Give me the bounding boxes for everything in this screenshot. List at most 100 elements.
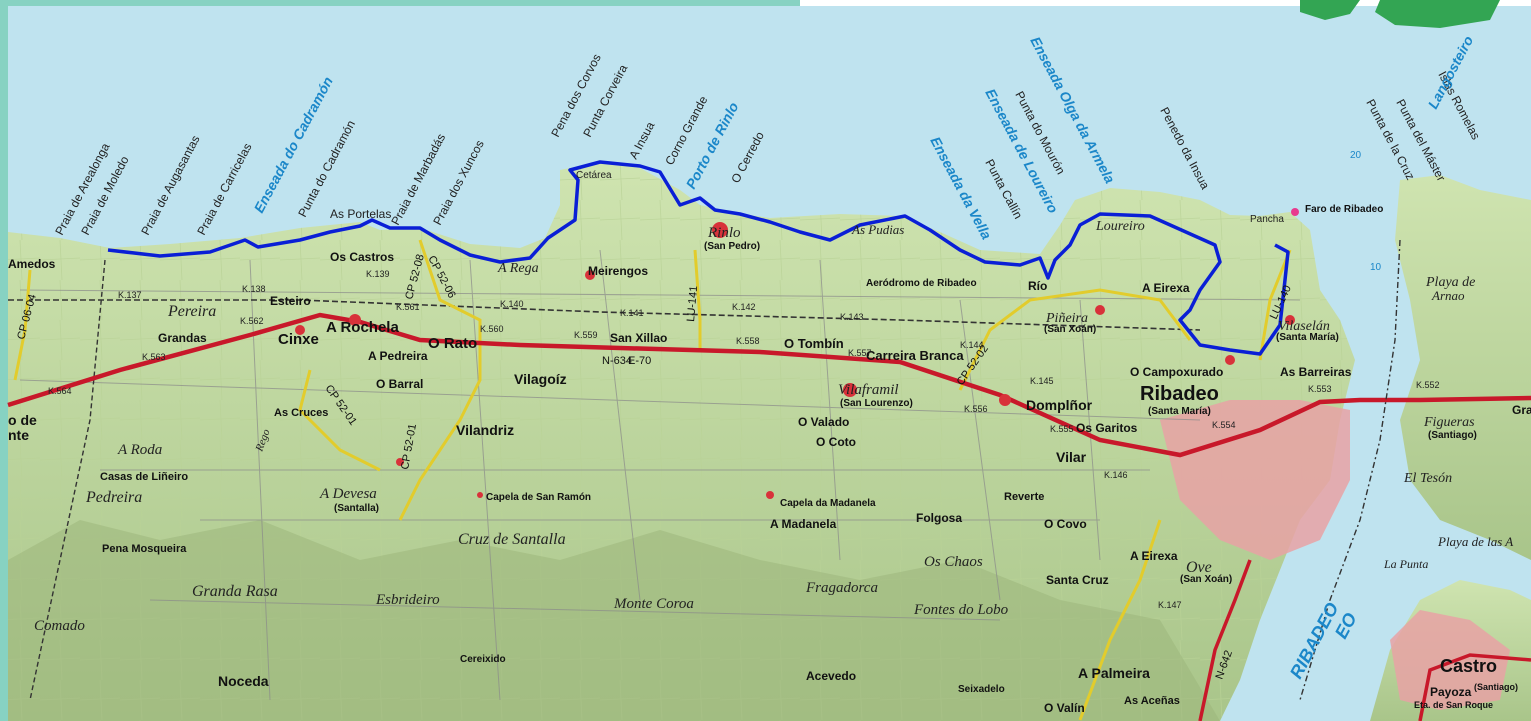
- place-label: Cruz de Santalla: [458, 531, 566, 548]
- km-label: K.557: [848, 348, 872, 358]
- railway-southwest: [29, 259, 106, 701]
- lighthouse-icon[interactable]: [1291, 208, 1299, 216]
- km-label: K.141: [620, 308, 644, 318]
- place-label: O Coto: [816, 435, 856, 449]
- km-label: K.553: [1308, 384, 1332, 394]
- place-label: O Campoxurado: [1130, 365, 1223, 379]
- place-label: O Tombín: [784, 336, 844, 351]
- svg-text:20: 20: [1350, 150, 1362, 161]
- km-label: K.556: [964, 404, 988, 414]
- coastal-label: Pancha: [1250, 214, 1284, 225]
- place-label: (San Xoán): [1044, 324, 1096, 335]
- place-label: As Cruces: [274, 407, 328, 419]
- regional-border: [1299, 239, 1401, 701]
- place-label: Amedos: [8, 257, 56, 271]
- place-label: o de: [8, 412, 37, 428]
- place-label: A Madanela: [770, 517, 837, 531]
- place-label: Vilaselán: [1278, 319, 1330, 334]
- place-label: San Xillao: [610, 331, 667, 345]
- place-label: Piñeira: [1045, 311, 1088, 326]
- road-label: LU-141: [685, 285, 700, 322]
- place-label: A Roda: [117, 442, 162, 458]
- place-label: Ribadeo: [1140, 383, 1219, 405]
- km-label: K.559: [574, 330, 598, 340]
- settlement-dots: [295, 222, 1295, 499]
- place-label: Fontes do Lobo: [913, 602, 1009, 618]
- place-label: Noceda: [218, 673, 269, 689]
- place-label: Os Chaos: [924, 554, 983, 570]
- place-label: O Barral: [376, 377, 423, 391]
- land-east: [1395, 175, 1531, 560]
- km-label: K.143: [840, 312, 864, 322]
- place-label: Comado: [34, 618, 85, 634]
- place-label: Reverte: [1004, 491, 1044, 503]
- island-top-right: [1300, 0, 1500, 28]
- km-markers: K.137 K.138 K.139 K.140 K.141 K.142 K.14…: [48, 269, 1440, 610]
- place-label: As Aceñas: [1124, 695, 1180, 707]
- place-label: O Valado: [798, 415, 849, 429]
- place-label: Payoza: [1430, 685, 1472, 699]
- place-label: O Covo: [1044, 517, 1087, 531]
- place-label: Folgosa: [916, 511, 962, 525]
- coastal-label: Faro de Ribadeo: [1305, 204, 1383, 215]
- place-label: Loureiro: [1095, 219, 1145, 234]
- place-label: Cereixido: [460, 654, 506, 665]
- frame-left-bar: [0, 0, 8, 721]
- km-label: K.561: [396, 302, 420, 312]
- place-label: Meirengos: [588, 264, 648, 278]
- minor-roads: [19, 249, 1301, 701]
- place-label: Playa de: [1425, 275, 1475, 290]
- km-label: K.147: [1158, 600, 1182, 610]
- km-label: K.564: [48, 386, 72, 396]
- place-label: Pena Mosqueira: [102, 543, 187, 555]
- place-label: Esbrideiro: [375, 592, 440, 608]
- km-label: K.555: [1050, 424, 1074, 434]
- place-label: (San Xoán): [1180, 574, 1232, 585]
- urban-castropol: [1390, 610, 1510, 710]
- place-label: Vilandriz: [456, 422, 514, 438]
- place-label: (San Pedro): [704, 241, 760, 252]
- km-label: K.138: [242, 284, 266, 294]
- place-label: As Barreiras: [1280, 365, 1352, 379]
- km-label: K.558: [736, 336, 760, 346]
- place-label: Monte Coroa: [613, 596, 694, 612]
- urban-ribadeo: [1160, 400, 1350, 560]
- place-label: A Devesa: [319, 486, 377, 502]
- place-label: Vilar: [1056, 449, 1087, 465]
- km-label: K.146: [1104, 470, 1128, 480]
- place-label: (Santa María): [1276, 332, 1339, 343]
- place-label: El Tesón: [1403, 471, 1452, 486]
- place-label: Granda Rasa: [192, 583, 278, 600]
- place-label: Cinxe: [278, 331, 319, 348]
- place-label: A Eirexa: [1142, 281, 1190, 295]
- place-label: Fragadorca: [805, 580, 878, 596]
- place-label: Acevedo: [806, 669, 856, 683]
- place-label: Río: [1028, 279, 1047, 293]
- place-label: Capela de San Ramón: [486, 492, 591, 503]
- road-label: E-70: [628, 355, 651, 367]
- place-label: Playa de las A: [1437, 534, 1513, 549]
- km-label: K.562: [240, 316, 264, 326]
- place-label: Capela da Madanela: [780, 498, 876, 509]
- coastal-route[interactable]: [107, 160, 1290, 356]
- place-label: (Santa María): [1148, 406, 1211, 417]
- svg-text:10: 10: [1370, 262, 1382, 273]
- highway-n642: [1198, 559, 1252, 721]
- place-label: Pereira: [167, 303, 216, 320]
- km-label: K.144: [960, 340, 984, 350]
- highway-castropol: [1418, 653, 1531, 721]
- place-label: (Santalla): [334, 503, 379, 514]
- place-label: Gra: [1512, 403, 1531, 417]
- coastal-label: Cetárea: [576, 170, 612, 181]
- hills-shading: [8, 520, 1220, 721]
- place-label: La Punta: [1383, 557, 1428, 571]
- place-label: Rinlo: [707, 225, 741, 241]
- km-label: K.563: [142, 352, 166, 362]
- place-label: Casas de Liñeiro: [100, 471, 188, 483]
- road-label: N-634: [602, 355, 632, 367]
- place-label: Vilaframil: [838, 382, 899, 398]
- place-labels: Amedos Pereira Grandas Esteiro Cinxe A R…: [8, 219, 1531, 715]
- place-label: Carreira Branca: [866, 348, 964, 363]
- place-label: Figueras: [1423, 415, 1475, 430]
